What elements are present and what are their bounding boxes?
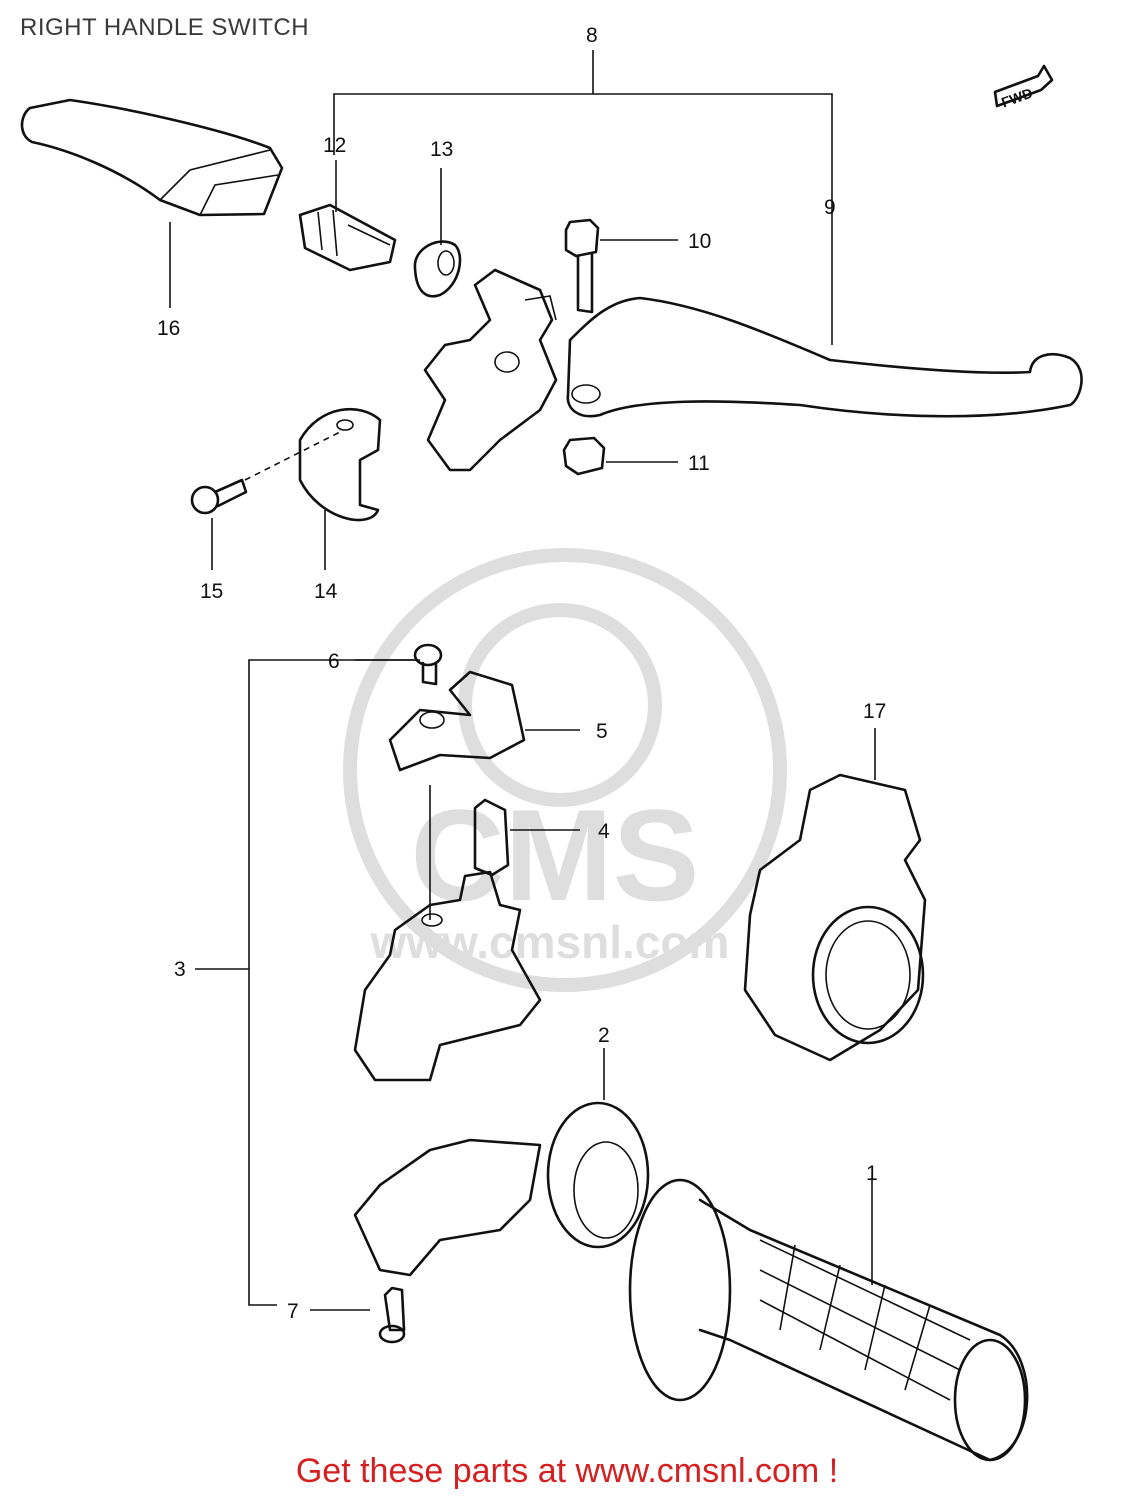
- lever-boot: [20, 98, 284, 308]
- callout-8: 8: [586, 24, 598, 47]
- watermark-brand: CMS: [411, 782, 700, 928]
- housing-screw: [310, 1286, 406, 1344]
- callout-10: 10: [688, 230, 711, 253]
- throttle-pulley: [546, 1048, 650, 1249]
- lever-nut: [562, 436, 678, 476]
- callout-7: 7: [287, 1300, 299, 1323]
- throttle-cover: [743, 728, 927, 1062]
- callout-3: 3: [174, 958, 186, 981]
- cable-adjuster: [298, 160, 397, 272]
- footer-parts-link[interactable]: Get these parts at www.cmsnl.com !: [295, 1452, 839, 1490]
- callout-labels: 1 2 3 4 5 6 7 8 9 10 11 12 13 14 15 16 1…: [157, 24, 886, 1323]
- callout-9: 9: [824, 196, 836, 219]
- leader-3-bracket: [195, 659, 420, 1306]
- leader-8-bracket: [333, 50, 833, 345]
- callout-13: 13: [430, 138, 453, 161]
- switch-housing-lower: [353, 1138, 542, 1277]
- callout-2: 2: [598, 1024, 610, 1047]
- lever-bracket: [423, 268, 558, 472]
- callout-5: 5: [596, 720, 608, 743]
- callout-6: 6: [328, 650, 340, 673]
- locknut: [413, 168, 462, 298]
- brake-lever: [566, 296, 1083, 418]
- callout-4: 4: [598, 820, 610, 843]
- switch-cover: [388, 670, 580, 920]
- callout-15: 15: [200, 580, 223, 603]
- switch-button: [473, 798, 580, 877]
- callout-1: 1: [866, 1162, 878, 1185]
- pivot-bolt: [564, 218, 678, 314]
- watermark-url: www.cmsnl.com: [370, 916, 730, 968]
- lever-clamp: [244, 407, 382, 570]
- cms-watermark: CMS www.cmsnl.com: [343, 548, 787, 992]
- fwd-arrow-badge: FWD: [993, 64, 1054, 110]
- callout-14: 14: [314, 580, 338, 603]
- diagram-title: RIGHT HANDLE SWITCH: [20, 14, 310, 41]
- callout-17: 17: [863, 700, 886, 723]
- switch-screw: [355, 643, 443, 686]
- throttle-grip: [628, 1178, 1029, 1462]
- clamp-screw: [190, 478, 248, 570]
- callout-16: 16: [157, 317, 180, 340]
- switch-housing-upper: [353, 870, 542, 1082]
- callout-12: 12: [323, 134, 346, 157]
- callout-11: 11: [688, 452, 710, 475]
